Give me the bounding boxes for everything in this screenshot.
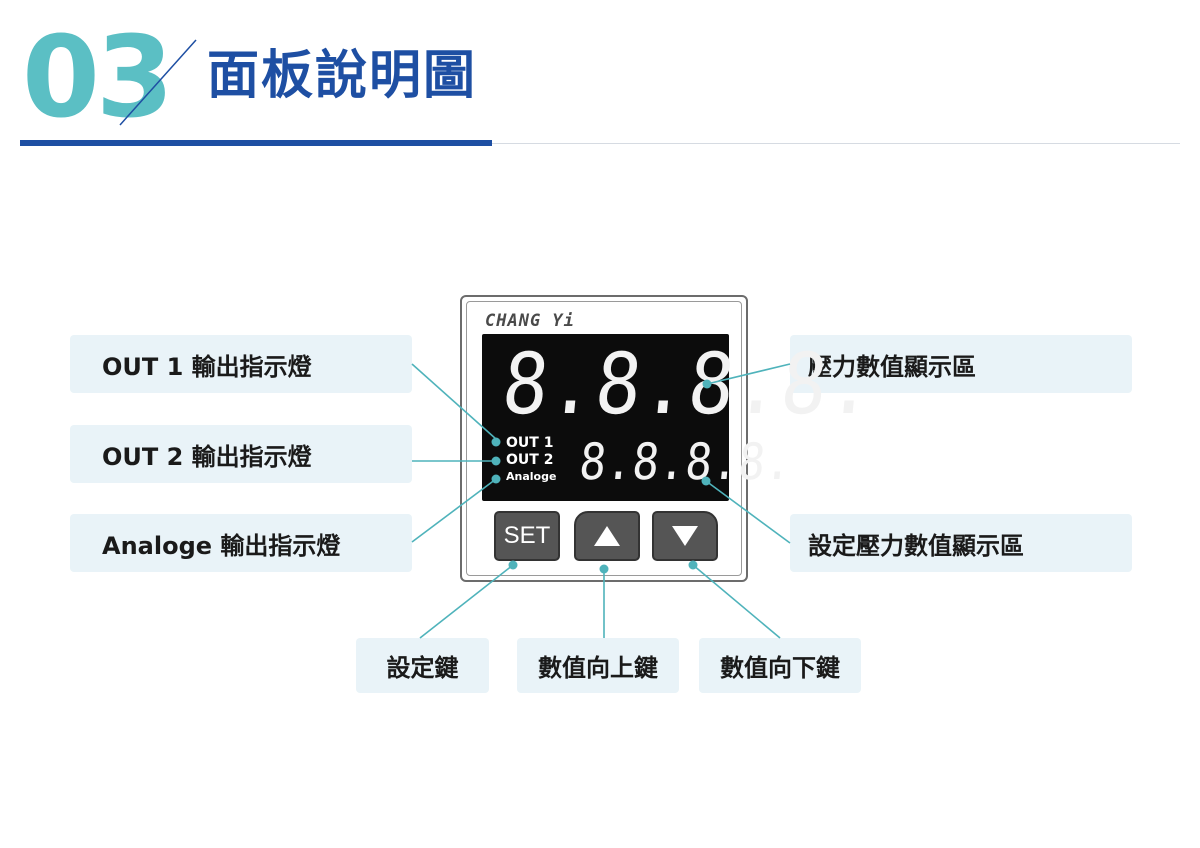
callout-pressure-display: 壓力數值顯示區	[790, 335, 1132, 393]
callout-out1: OUT 1 輸出指示燈	[70, 335, 412, 393]
down-button[interactable]	[652, 511, 718, 561]
up-key-dot	[599, 564, 609, 574]
arrow-up-icon	[594, 526, 620, 546]
set-key-dot	[508, 560, 518, 570]
indicator-out2-label: OUT 2	[506, 452, 554, 468]
out1-indicator-dot	[491, 437, 501, 447]
analoge-indicator-dot	[491, 474, 501, 484]
callout-analoge: Analoge 輸出指示燈	[70, 514, 412, 572]
set-button[interactable]: SET	[494, 511, 560, 561]
indicator-analoge-label: Analoge	[506, 470, 557, 483]
header-divider	[20, 140, 492, 146]
sub-display-dot	[701, 476, 711, 486]
callout-up-key: 數值向上鍵	[517, 638, 679, 693]
indicator-out1-label: OUT 1	[506, 435, 554, 451]
controller-panel: CHANG Yi 8.8.8.8. 8.8.8.8. OUT 1 OUT 2 A…	[460, 295, 879, 582]
brand-logo: CHANG Yi	[485, 311, 575, 331]
out2-indicator-dot	[491, 456, 501, 466]
callout-set-pressure-display: 設定壓力數值顯示區	[790, 514, 1132, 572]
up-button[interactable]	[574, 511, 640, 561]
callout-down-key: 數值向下鍵	[699, 638, 861, 693]
callout-out2: OUT 2 輸出指示燈	[70, 425, 412, 483]
main-display-dot	[702, 379, 712, 389]
header-divider-thin	[492, 143, 1180, 144]
lcd-screen: 8.8.8.8. 8.8.8.8. OUT 1 OUT 2 Analoge	[482, 334, 879, 501]
down-key-dot	[688, 560, 698, 570]
callout-set-key: 設定鍵	[356, 638, 489, 693]
section-number: 03	[22, 13, 174, 143]
arrow-down-icon	[672, 526, 698, 546]
page-title: 面板說明圖	[207, 46, 478, 106]
